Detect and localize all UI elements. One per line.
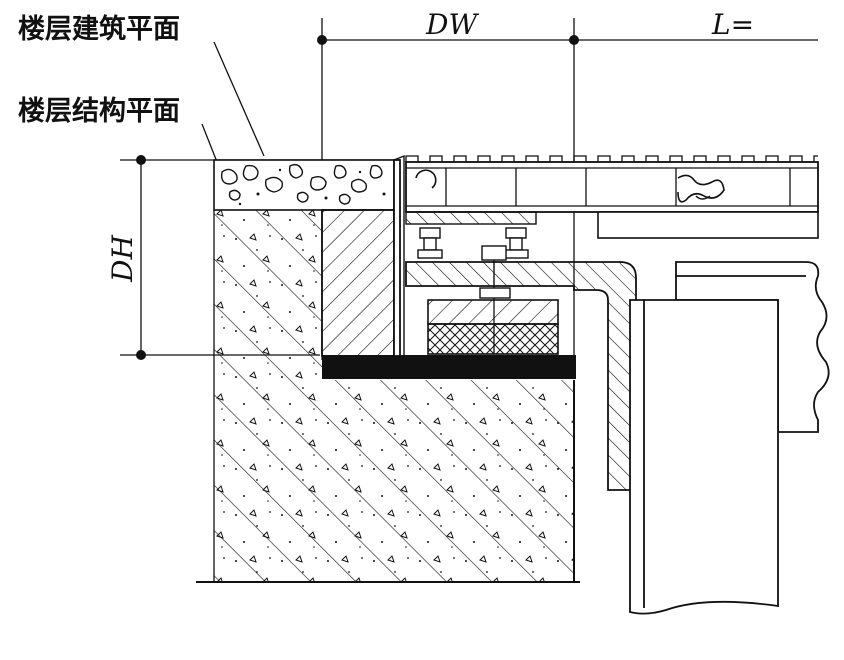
structural-slab: [196, 210, 580, 583]
plate-length-label: L=: [711, 8, 754, 41]
floor-finish-plane-label: 楼层建筑平面: [18, 13, 180, 45]
dimension-node-left: [317, 35, 327, 45]
floor-structure-plane-label: 楼层结构平面: [18, 96, 180, 127]
anchor-bolts: [417, 227, 529, 300]
adjacent-structure: [629, 261, 830, 615]
dh-node-bottom: [136, 350, 146, 360]
dimension-node-right: [569, 35, 579, 45]
backing-block: [321, 209, 395, 357]
finish-depth-label: DH: [106, 235, 139, 283]
sliding-profile: [405, 261, 637, 491]
bearing-blocks: [427, 299, 559, 355]
dh-node-top: [136, 155, 146, 165]
cover-plate: [405, 155, 819, 239]
bearing-plate: [322, 355, 576, 379]
joint-width-label: DW: [425, 8, 479, 41]
edge-angle: [393, 154, 405, 357]
finish-plane-leader: [213, 41, 265, 157]
floor-finish-layer: [213, 159, 395, 211]
